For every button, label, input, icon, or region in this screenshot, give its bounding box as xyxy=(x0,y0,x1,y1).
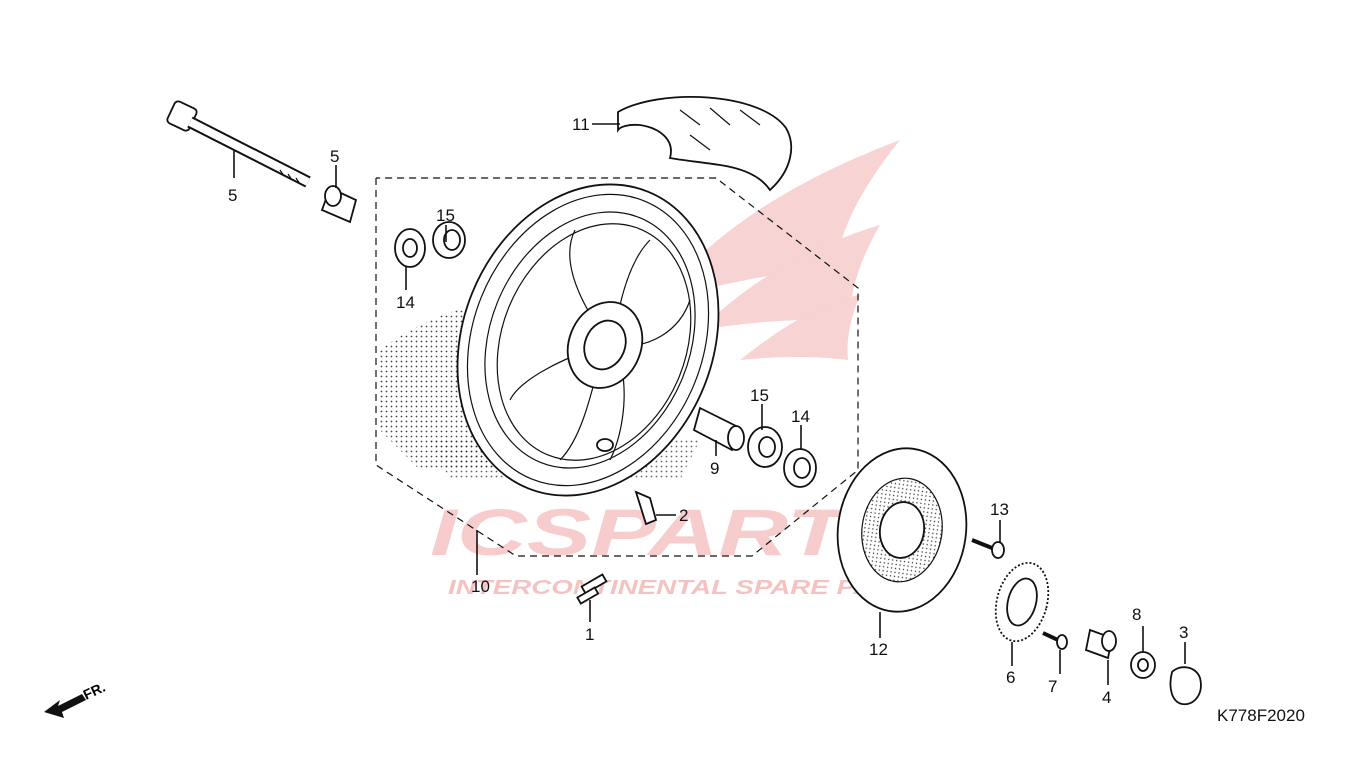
axle-nut[interactable] xyxy=(1130,651,1156,679)
front-wheel[interactable] xyxy=(412,145,764,535)
callout-10: 12 xyxy=(869,640,888,659)
balance-weight[interactable] xyxy=(576,573,608,605)
callout-5-right: 4 xyxy=(1102,688,1111,707)
callout-2: 2 xyxy=(679,506,688,525)
front-axle[interactable] xyxy=(166,100,311,188)
callout-9: 11 xyxy=(572,115,590,134)
watermark-tagline: INTERCONTINENTAL SPARE PARTS xyxy=(448,577,929,599)
distance-collar[interactable] xyxy=(692,406,745,452)
bearing-left[interactable] xyxy=(432,221,466,259)
brake-disc[interactable] xyxy=(827,440,977,620)
callout-1: 1 xyxy=(585,625,594,644)
tire-valve[interactable] xyxy=(634,490,658,526)
callout-4: 3 xyxy=(1179,623,1188,642)
front-direction-arrow xyxy=(44,694,86,718)
callout-3: 5 xyxy=(228,186,237,205)
watermark-brand: ICSPARTS xyxy=(430,495,910,569)
tire[interactable] xyxy=(617,95,793,192)
pulser-ring[interactable] xyxy=(987,557,1056,647)
callout-14-left: 14 xyxy=(396,293,415,312)
watermark xyxy=(660,140,900,360)
dust-seal-left[interactable] xyxy=(394,228,426,268)
pulser-bolt[interactable] xyxy=(1042,631,1068,650)
leader-lines xyxy=(233,123,1186,685)
bearing-right[interactable] xyxy=(747,426,783,468)
callout-8: 10 xyxy=(471,577,490,596)
axle-collar-right[interactable] xyxy=(1084,628,1117,660)
direction-label: FR. xyxy=(81,679,108,703)
axle-cap[interactable] xyxy=(1169,666,1202,706)
callout-7: 9 xyxy=(710,459,719,478)
callout-12: 7 xyxy=(1048,677,1057,696)
callout-5-top: 5 xyxy=(330,147,339,166)
wheel-assembly-outline xyxy=(375,177,859,557)
callout-11: 13 xyxy=(990,500,1009,519)
callout-6: 6 xyxy=(1006,668,1015,687)
disc-bolt[interactable] xyxy=(971,538,1005,559)
diagram-code: K778F2020 xyxy=(1217,706,1305,725)
axle-collar-top[interactable] xyxy=(320,185,358,224)
callout-15-right: 15 xyxy=(750,386,769,405)
callout-15-left: 15 xyxy=(436,206,455,225)
callout-13: 8 xyxy=(1132,605,1141,624)
callout-14-right: 14 xyxy=(791,407,810,426)
dust-seal-right[interactable] xyxy=(783,448,817,488)
